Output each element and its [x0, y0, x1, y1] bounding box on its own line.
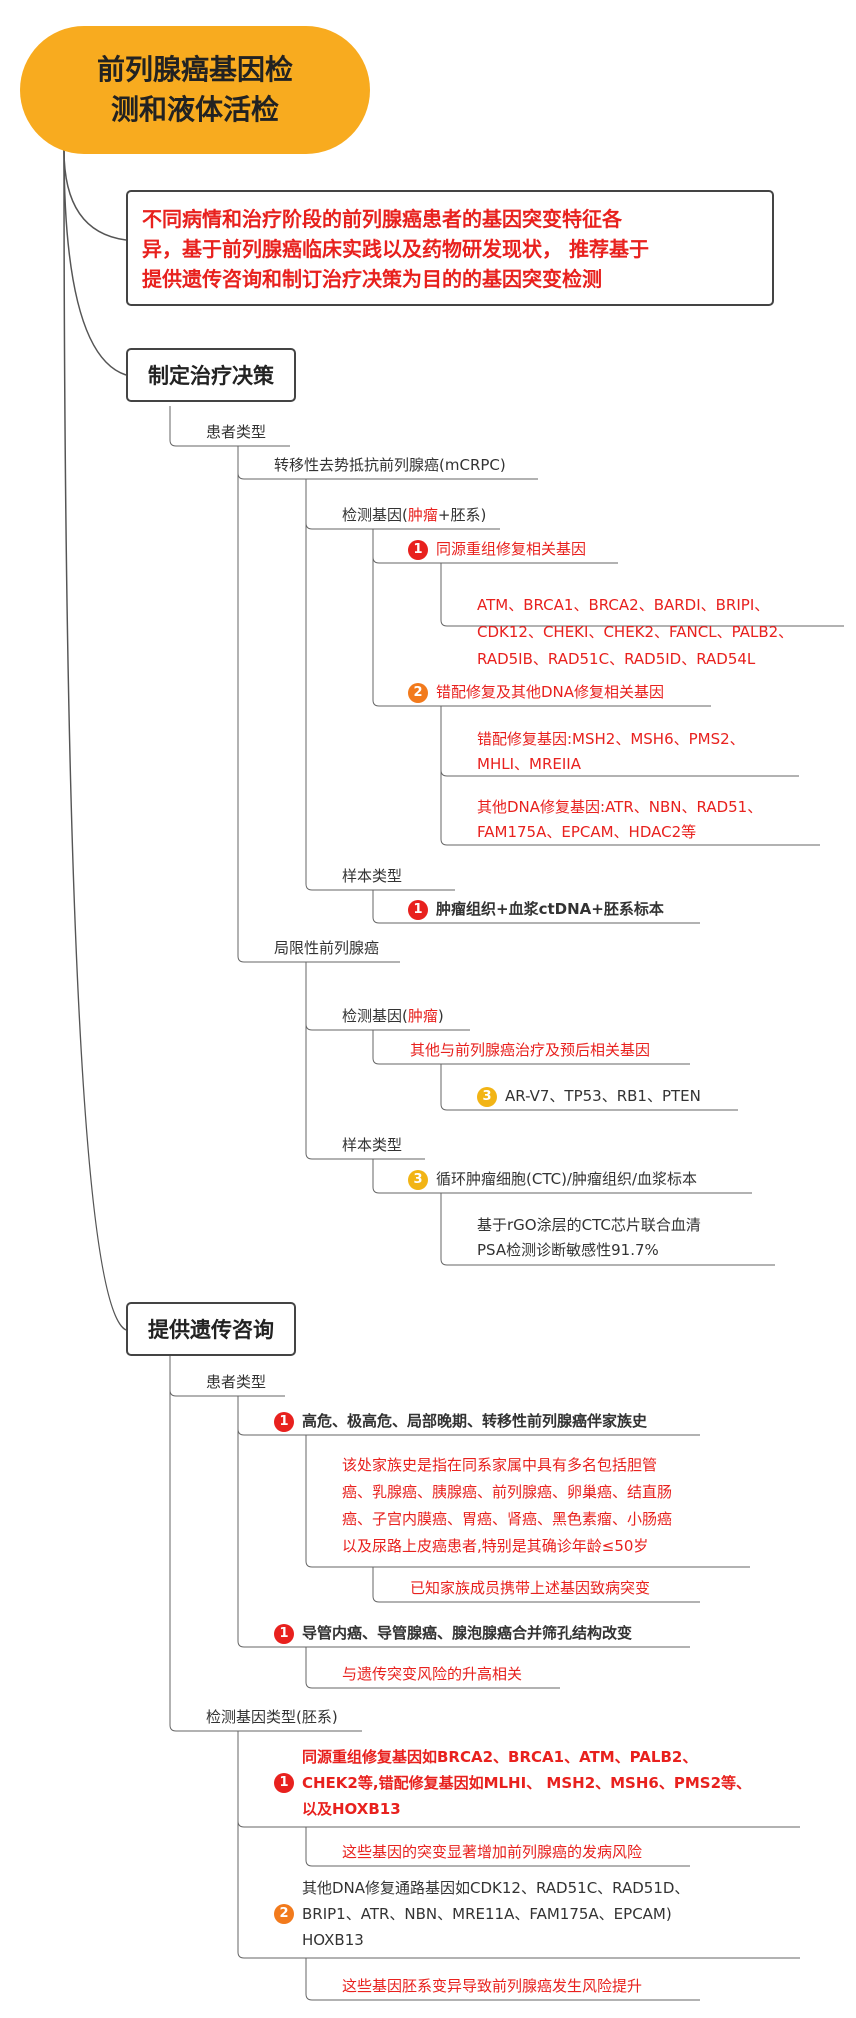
family-history-note[interactable]: 该处家族史是指在同系家属中具有多名包括胆管 癌、乳腺癌、胰腺癌、前列腺癌、卵巢癌… [342, 1452, 672, 1560]
sample-type-node[interactable]: 样本类型 [342, 867, 403, 885]
localized-node[interactable]: 局限性前列腺癌 [274, 939, 380, 957]
mmr-genes-node[interactable]: 2 错配修复及其他DNA修复相关基因 [408, 680, 664, 705]
hrr-genes-node[interactable]: 1 同源重组修复相关基因 [408, 537, 586, 562]
priority-2-icon: 2 [408, 683, 428, 703]
label-line: HOXB13 [302, 1931, 364, 1949]
ctc-label: 循环肿瘤细胞(CTC)/肿瘤组织/血浆标本 [436, 1170, 698, 1188]
priority-3-icon: 3 [477, 1087, 497, 1107]
mmr-label: 错配修复及其他DNA修复相关基因 [436, 683, 665, 701]
other-dna-gene-list[interactable]: 其他DNA修复基因:ATR、NBN、RAD51、 FAM175A、EPCAM、H… [477, 795, 762, 845]
sample-node[interactable]: 1 肿瘤组织+血浆ctDNA+胚系标本 [408, 897, 664, 922]
gene-label-tumor: 肿瘤 [407, 506, 438, 524]
other-genes-node[interactable]: 其他与前列腺癌治疗及预后相关基因 [410, 1041, 651, 1059]
detect-genes-node[interactable]: 检测基因(肿瘤) [342, 1004, 444, 1029]
ctc-sample-node[interactable]: 3 循环肿瘤细胞(CTC)/肿瘤组织/血浆标本 [408, 1167, 697, 1192]
ctc-note[interactable]: 基于rGO涂层的CTC芯片联合血清 PSA检测诊断敏感性91.7% [477, 1213, 701, 1263]
section-title: 制定治疗决策 [148, 364, 274, 388]
note-line: 以及尿路上皮癌患者,特别是其确诊年龄≤50岁 [342, 1537, 649, 1555]
priority-1-icon: 1 [408, 900, 428, 920]
intro-topic[interactable]: 不同病情和治疗阶段的前列腺癌患者的基因突变特征各 异，基于前列腺癌临床实践以及药… [126, 190, 774, 306]
mmr-gene-list[interactable]: 错配修复基因:MSH2、MSH6、PMS2、 MHLI、MREIIA [477, 727, 745, 777]
gene-list-line: 其他DNA修复基因:ATR、NBN、RAD51、 [477, 798, 763, 816]
priority-1-icon: 1 [274, 1773, 294, 1793]
gene-list-line: CDK12、CHEKI、CHEK2、FANCL、PALB2、 [477, 623, 794, 641]
patient-type-node[interactable]: 患者类型 [206, 1373, 267, 1391]
note-line: 癌、乳腺癌、胰腺癌、前列腺癌、卵巢癌、结直肠 [342, 1483, 673, 1501]
note-line: 该处家族史是指在同系家属中具有多名包括胆管 [342, 1456, 658, 1474]
mcrpc-node[interactable]: 转移性去势抵抗前列腺癌(mCRPC) [274, 456, 506, 474]
note-line: 癌、子宫内膜癌、胃癌、肾癌、黑色素瘤、小肠癌 [342, 1510, 673, 1528]
label-line: 以及HOXB13 [302, 1800, 401, 1818]
intro-line: 提供遗传咨询和制订治疗决策为目的的基因突变检测 [142, 267, 602, 291]
gene-list-line: MHLI、MREIIA [477, 755, 581, 773]
priority-1-icon: 1 [274, 1624, 294, 1644]
label-line: CHEK2等,错配修复基因如MLHI、 MSH2、MSH6、PMS2等、 [302, 1774, 752, 1792]
section-title: 提供遗传咨询 [148, 1318, 274, 1342]
gene-label-suffix: ) [437, 1007, 444, 1025]
detect-genes-node[interactable]: 检测基因(肿瘤+胚系) [342, 503, 486, 528]
intro-line: 异，基于前列腺癌临床实践以及药物研发现状， 推荐基于 [142, 237, 649, 261]
gene-label-prefix: 检测基因( [342, 506, 408, 524]
label-line: 其他DNA修复通路基因如CDK12、RAD51C、RAD51D、 [302, 1879, 690, 1897]
high-risk-node[interactable]: 1 高危、极高危、局部晚期、转移性前列腺癌伴家族史 [274, 1409, 647, 1434]
gene-list-line: 错配修复基因:MSH2、MSH6、PMS2、 [477, 730, 745, 748]
label-line: 同源重组修复基因如BRCA2、BRCA1、ATM、PALB2、 [302, 1748, 698, 1766]
label-line: BRIP1、ATR、NBN、MRE11A、FAM175A、EPCAM) [302, 1905, 672, 1923]
patient-type-node[interactable]: 患者类型 [206, 423, 267, 441]
root-topic[interactable]: 前列腺癌基因检 测和液体活检 [20, 26, 370, 154]
gene-label-tumor: 肿瘤 [407, 1007, 438, 1025]
note-line: PSA检测诊断敏感性91.7% [477, 1241, 659, 1259]
known-carrier-node[interactable]: 已知家族成员携带上述基因致病突变 [410, 1579, 651, 1597]
genetic-counseling-topic[interactable]: 提供遗传咨询 [126, 1302, 296, 1356]
gene-list-line: FAM175A、EPCAM、HDAC2等 [477, 823, 697, 841]
priority-1-icon: 1 [274, 1412, 294, 1432]
ductal-node[interactable]: 1 导管内癌、导管腺癌、腺泡腺癌合并筛孔结构改变 [274, 1621, 632, 1646]
sample-label: 肿瘤组织+血浆ctDNA+胚系标本 [436, 900, 664, 918]
gene-type-node[interactable]: 检测基因类型(胚系) [206, 1708, 338, 1726]
root-title-line2: 测和液体活检 [110, 93, 279, 126]
gene-label-suffix: +胚系) [437, 506, 487, 524]
risk-note[interactable]: 这些基因的突变显著增加前列腺癌的发病风险 [342, 1843, 643, 1861]
other-repair-node[interactable]: 2 其他DNA修复通路基因如CDK12、RAD51C、RAD51D、 BRIP1… [274, 1875, 689, 1953]
hrr-label: 同源重组修复相关基因 [436, 540, 587, 558]
priority-1-icon: 1 [408, 540, 428, 560]
ductal-label: 导管内癌、导管腺癌、腺泡腺癌合并筛孔结构改变 [302, 1624, 633, 1642]
intro-line: 不同病情和治疗阶段的前列腺癌患者的基因突变特征各 [142, 207, 622, 231]
high-risk-label: 高危、极高危、局部晚期、转移性前列腺癌伴家族史 [302, 1412, 648, 1430]
priority-3-icon: 3 [408, 1170, 428, 1190]
note-line: 基于rGO涂层的CTC芯片联合血清 [477, 1216, 701, 1234]
sample-type-node[interactable]: 样本类型 [342, 1136, 403, 1154]
gene-label-prefix: 检测基因( [342, 1007, 408, 1025]
genes-node[interactable]: 3 AR-V7、TP53、RB1、PTEN [477, 1084, 701, 1109]
treatment-decision-topic[interactable]: 制定治疗决策 [126, 348, 296, 402]
hrr-gene-list[interactable]: ATM、BRCA1、BRCA2、BARDI、BRIPI、 CDK12、CHEKI… [477, 592, 793, 673]
root-title-line1: 前列腺癌基因检 [96, 53, 293, 86]
genes-label: AR-V7、TP53、RB1、PTEN [505, 1087, 701, 1105]
priority-2-icon: 2 [274, 1904, 294, 1924]
risk-note[interactable]: 与遗传突变风险的升高相关 [342, 1665, 523, 1683]
hrr-mmr-node[interactable]: 1 同源重组修复基因如BRCA2、BRCA1、ATM、PALB2、 CHEK2等… [274, 1744, 751, 1822]
risk-note[interactable]: 这些基因胚系变异导致前列腺癌发生风险提升 [342, 1977, 643, 1995]
gene-list-line: RAD5IB、RAD51C、RAD5ID、RAD54L [477, 650, 756, 668]
gene-list-line: ATM、BRCA1、BRCA2、BARDI、BRIPI、 [477, 596, 770, 614]
